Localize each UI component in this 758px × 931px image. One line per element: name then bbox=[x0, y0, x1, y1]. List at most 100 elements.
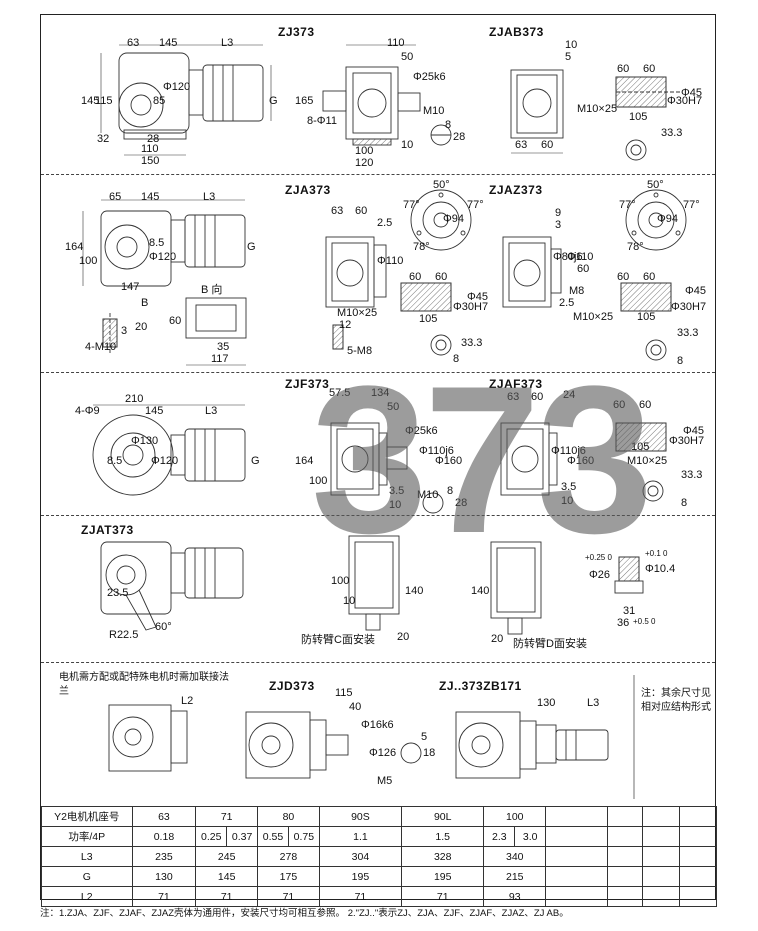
dim-label: Φ30H7 bbox=[453, 301, 489, 313]
zjd-view bbox=[245, 711, 422, 779]
dim-label: 33.3 bbox=[661, 127, 683, 139]
dim-label: 63 bbox=[331, 205, 344, 217]
dim-label: 4-M10 bbox=[85, 341, 117, 353]
dim-label: 78° bbox=[627, 241, 644, 253]
dim-label: M10 bbox=[423, 105, 445, 117]
table-cell bbox=[606, 806, 643, 827]
dim-label: Φ110 bbox=[377, 255, 404, 267]
table-cell: 0.37 bbox=[226, 826, 259, 847]
dim-label: 12 bbox=[339, 319, 352, 331]
dim-label: 77° bbox=[619, 199, 636, 211]
dim-label: 140 bbox=[471, 585, 490, 597]
dim-label: 40 bbox=[349, 701, 362, 713]
dim-label: 3 bbox=[121, 325, 128, 337]
dim-label: Φ130 bbox=[131, 435, 159, 447]
table-cell: 1.1 bbox=[318, 826, 403, 847]
dim-label: 8 bbox=[447, 485, 454, 497]
dim-label: 5 bbox=[565, 51, 572, 63]
table-cell bbox=[606, 846, 643, 867]
table-cell bbox=[545, 826, 608, 847]
title-zjzb: ZJ..373ZB171 bbox=[439, 679, 522, 693]
drawing-sheet: ZJ373 ZJAB373 ZJA373 ZJAZ373 ZJF373 ZJAF… bbox=[40, 14, 718, 907]
flange-note: 电机需方配或配特殊电机时需加联接法兰 bbox=[59, 672, 229, 697]
zj-side-view bbox=[100, 44, 272, 156]
dim-label: Φ10.4 bbox=[645, 563, 676, 575]
table-cell: 71 bbox=[401, 886, 485, 907]
dim-label: Φ120 bbox=[163, 81, 191, 93]
dim-label: 77° bbox=[403, 199, 420, 211]
dim-label: 32 bbox=[97, 133, 110, 145]
dim-label: 36 bbox=[617, 617, 630, 629]
table-cell: 304 bbox=[318, 846, 403, 867]
dim-label: 10 bbox=[401, 139, 414, 151]
dim-label: 100 bbox=[355, 145, 374, 157]
table-cell: 278 bbox=[257, 846, 320, 867]
dim-label: Φ30H7 bbox=[669, 435, 705, 447]
dim-label: 5 bbox=[421, 731, 428, 743]
dim-label: L3 bbox=[221, 37, 234, 49]
table-cell: 130 bbox=[131, 866, 197, 887]
zjaz-flange-view bbox=[625, 189, 687, 251]
dim-label: Φ80j6 bbox=[553, 251, 583, 263]
title-zj: ZJ373 bbox=[278, 25, 315, 39]
dim-label: 60 bbox=[355, 205, 368, 217]
table-cell bbox=[606, 866, 643, 887]
table-cell bbox=[641, 806, 680, 827]
dim-label: Φ160 bbox=[435, 455, 463, 467]
dim-label: +0.5 0 bbox=[633, 617, 656, 626]
table-cell: 328 bbox=[401, 846, 485, 867]
table-cell: 80 bbox=[257, 806, 320, 827]
table-cell: 93 bbox=[483, 886, 547, 907]
dim-label: 50° bbox=[647, 179, 664, 191]
table-cell: 175 bbox=[257, 866, 320, 887]
dim-label: Φ25k6 bbox=[405, 425, 438, 437]
dim-label: R22.5 bbox=[109, 629, 139, 641]
zjaf-shaft-view bbox=[615, 422, 667, 502]
dim-label: Φ120 bbox=[149, 251, 177, 263]
dim-label: 60 bbox=[435, 271, 448, 283]
dim-label: 57.5 bbox=[329, 387, 351, 399]
zj-front-view bbox=[322, 44, 452, 146]
dim-label: 防转臂D面安装 bbox=[513, 638, 587, 650]
table-cell: 195 bbox=[318, 866, 403, 887]
dim-label: 60° bbox=[155, 621, 172, 633]
table-cell bbox=[678, 826, 718, 847]
dim-label: Φ126 bbox=[369, 747, 397, 759]
dim-label: 60 bbox=[617, 271, 630, 283]
dim-label: 60 bbox=[643, 271, 656, 283]
dim-label: 145 bbox=[81, 95, 100, 107]
title-zjf: ZJF373 bbox=[285, 377, 330, 391]
technical-drawings bbox=[82, 44, 687, 799]
dim-label: 20 bbox=[491, 633, 504, 645]
table-cell bbox=[545, 886, 608, 907]
table-cell: 71 bbox=[257, 886, 320, 907]
dim-label: 100 bbox=[331, 575, 350, 587]
title-zjaf: ZJAF373 bbox=[489, 377, 543, 391]
dim-label: M10×25 bbox=[337, 307, 378, 319]
table-cell: 0.55 bbox=[257, 826, 289, 847]
dim-label: 2.5 bbox=[559, 297, 575, 309]
zjat-pin-detail bbox=[614, 556, 644, 594]
table-cell bbox=[606, 886, 643, 907]
dim-label: 105 bbox=[419, 313, 438, 325]
dim-label: Φ94 bbox=[657, 213, 679, 225]
dim-label: 3.5 bbox=[561, 481, 577, 493]
dim-label: M10×25 bbox=[577, 103, 618, 115]
dim-label: 28 bbox=[453, 131, 466, 143]
dim-label: G bbox=[269, 95, 278, 107]
band-2 bbox=[41, 175, 715, 373]
dim-label: 2.5 bbox=[377, 217, 393, 229]
zjaz-front-view bbox=[502, 236, 562, 308]
title-zjab: ZJAB373 bbox=[489, 25, 544, 39]
dim-label: 10 bbox=[343, 595, 356, 607]
dim-label: 33.3 bbox=[677, 327, 699, 339]
title-zjaz: ZJAZ373 bbox=[489, 183, 543, 197]
dim-label: 33.3 bbox=[461, 337, 483, 349]
dim-label: 115 bbox=[95, 95, 113, 107]
table-cell bbox=[641, 866, 680, 887]
dim-label: 8-Φ11 bbox=[307, 115, 337, 127]
